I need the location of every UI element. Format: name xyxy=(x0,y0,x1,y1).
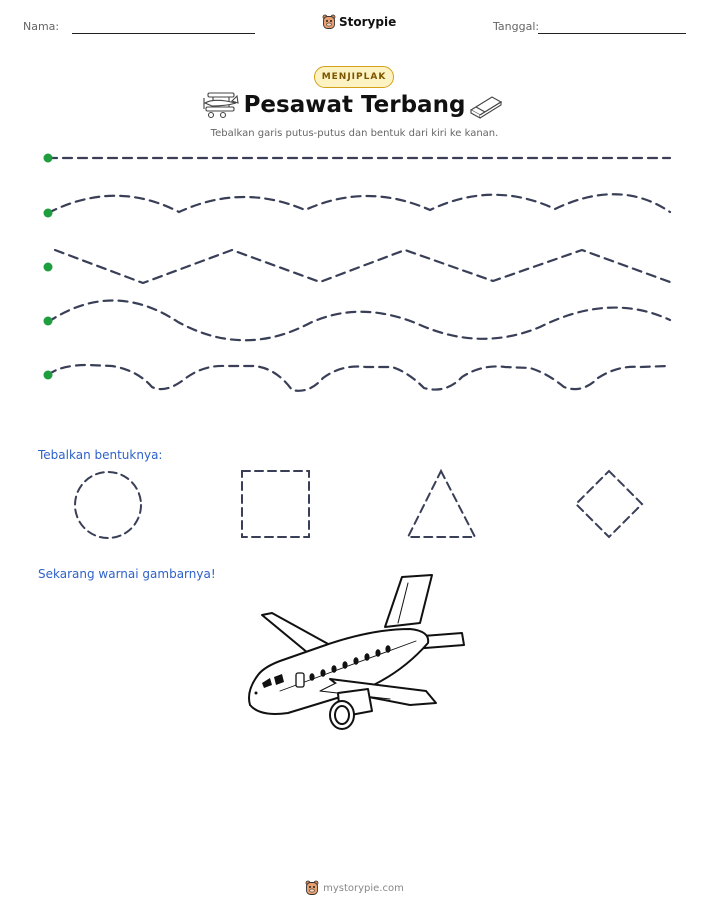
tracing-lines xyxy=(43,153,672,392)
page-subtitle: Tebalkan garis putus-putus dan bentuk da… xyxy=(210,128,499,139)
brand-name: Storypie xyxy=(339,15,397,29)
activity-badge: MENJIPLAK xyxy=(314,66,394,88)
date-label: Tanggal: xyxy=(493,20,540,33)
trace-shape-circle[interactable] xyxy=(74,471,142,539)
trace-line-wave-2[interactable] xyxy=(46,299,672,342)
storypie-mascot-icon xyxy=(322,14,336,29)
start-dot xyxy=(43,316,53,326)
date-line xyxy=(538,33,686,34)
trace-shape-diamond[interactable] xyxy=(574,469,644,539)
trace-shape-triangle[interactable] xyxy=(406,468,477,538)
trace-line-bump[interactable] xyxy=(46,363,670,392)
tracing-shapes xyxy=(74,468,644,539)
trace-line-wave[interactable] xyxy=(46,193,672,215)
coloring-label: Sekarang warnai gambarnya! xyxy=(38,567,216,581)
name-label: Nama: xyxy=(23,20,60,33)
name-line xyxy=(72,33,255,34)
footer-site: mystorypie.com xyxy=(323,882,404,894)
start-dot xyxy=(43,208,53,218)
storypie-mascot-icon xyxy=(305,880,319,895)
footer: mystorypie.com xyxy=(0,880,709,896)
start-dot xyxy=(43,370,53,380)
airplane-icon[interactable] xyxy=(240,574,468,735)
trace-line-zigzag[interactable] xyxy=(53,248,672,285)
eraser-icon xyxy=(469,96,503,119)
brand-logo: Storypie xyxy=(322,12,396,32)
start-dot xyxy=(43,153,53,163)
shapes-label: Tebalkan bentuknya: xyxy=(38,448,163,462)
page-title: Pesawat Terbang xyxy=(243,92,466,118)
start-dot xyxy=(43,262,53,272)
biplane-icon xyxy=(203,92,239,119)
trace-shape-square[interactable] xyxy=(241,470,310,538)
